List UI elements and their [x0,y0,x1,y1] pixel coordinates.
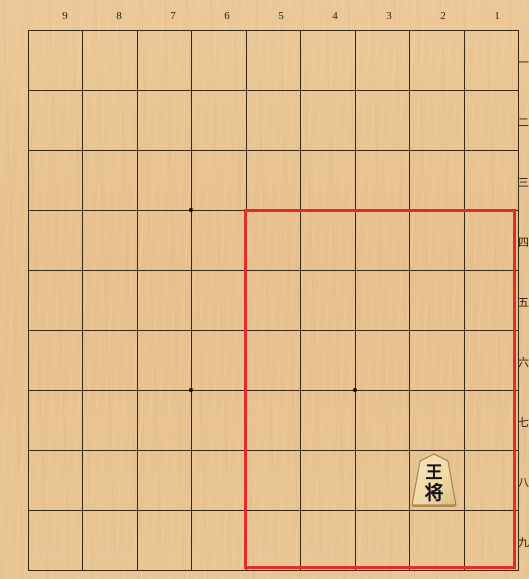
rank-label-2: 二 [518,114,529,130]
rank-label-5: 五 [518,294,529,310]
grid-line [137,31,138,570]
file-label-1: 1 [470,10,524,22]
file-label-3: 3 [362,10,416,22]
rank-label-4: 四 [518,234,529,250]
rank-label-8: 八 [518,474,529,490]
file-label-8: 8 [92,10,146,22]
grid-line [29,90,518,91]
file-label-5: 5 [254,10,308,22]
rank-label-9: 九 [518,534,529,550]
grid-line [82,31,83,570]
piece-text-bottom: 将 [424,481,443,504]
star-point [189,208,193,212]
rank-label-1: 一 [518,54,529,70]
file-label-4: 4 [308,10,362,22]
rank-label-3: 三 [518,174,529,190]
rank-label-6: 六 [518,354,529,370]
grid-line [29,150,518,151]
piece-text-top: 王 [426,463,443,483]
file-label-6: 6 [200,10,254,22]
rank-label-7: 七 [518,414,529,430]
star-point [189,388,193,392]
file-label-2: 2 [416,10,470,22]
grid-line [191,31,192,570]
king-piece[interactable]: 王 将 [410,453,458,507]
file-label-9: 9 [38,10,92,22]
file-label-7: 7 [146,10,200,22]
highlight-region [244,209,516,569]
king-piece-icon: 王 将 [410,453,458,507]
